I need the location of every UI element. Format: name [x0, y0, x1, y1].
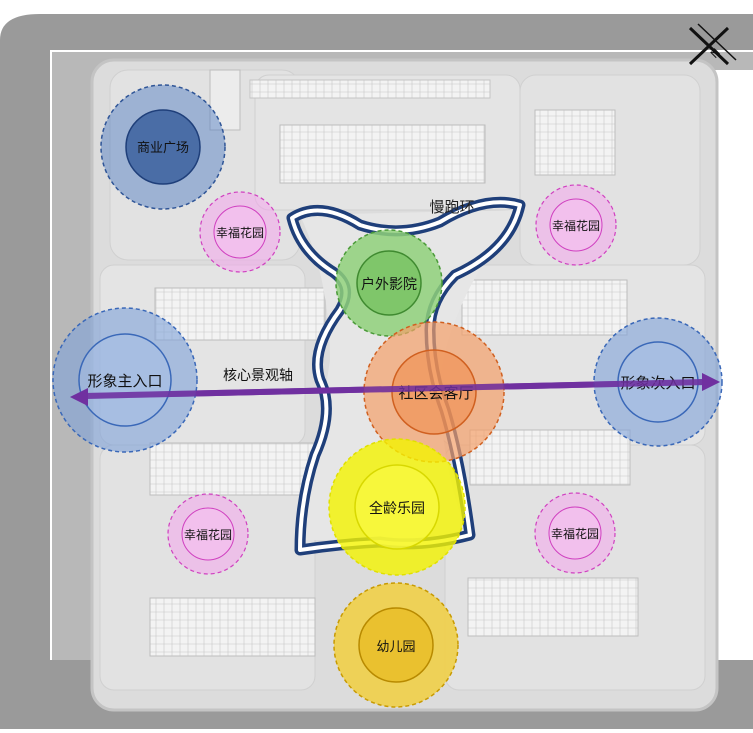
zone-happy-garden-se: 幸福花园 — [534, 492, 616, 574]
zone-happy-garden-sw: 幸福花园 — [167, 493, 249, 575]
outdoor-cinema-label: 户外影院 — [361, 276, 417, 293]
core-axis-label: 核心景观轴 — [223, 368, 293, 384]
zone-outdoor-cinema: 户外影院 — [335, 229, 443, 337]
building — [461, 279, 628, 336]
zone-happy-garden-nw: 幸福花园 — [199, 191, 281, 273]
building — [154, 287, 326, 341]
building — [249, 79, 491, 99]
building — [149, 442, 326, 496]
all-age-park-label: 全龄乐园 — [369, 500, 425, 517]
kindergarten-label: 幼儿园 — [376, 640, 415, 655]
building — [469, 429, 631, 486]
happy-garden-label: 幸福花园 — [184, 527, 232, 542]
happy-garden-label: 幸福花园 — [551, 526, 599, 541]
building-group — [149, 69, 639, 657]
jogging-loop-inner — [290, 200, 522, 552]
happy-garden-label: 幸福花园 — [216, 225, 264, 240]
main-entrance-label: 形象主入口 — [87, 372, 162, 390]
building — [209, 69, 241, 131]
zone-commercial-plaza: 商业广场 — [100, 84, 226, 210]
zone-community-lounge: 社区会客厅 — [363, 321, 505, 463]
zone-kindergarten: 幼儿园 — [333, 582, 459, 708]
zone-main-entrance: 形象主入口 — [52, 307, 198, 453]
building — [149, 597, 316, 657]
building — [279, 124, 486, 184]
jogging-loop-label: 慢跑环 — [429, 198, 474, 216]
building — [467, 577, 639, 637]
happy-garden-label: 幸福花园 — [552, 218, 600, 233]
building — [534, 109, 616, 176]
zone-happy-garden-ne: 幸福花园 — [535, 184, 617, 266]
commercial-plaza-label: 商业广场 — [137, 141, 189, 156]
zone-all-age-park: 全龄乐园 — [328, 438, 466, 576]
core-axis-arrow-overlay — [70, 373, 720, 406]
